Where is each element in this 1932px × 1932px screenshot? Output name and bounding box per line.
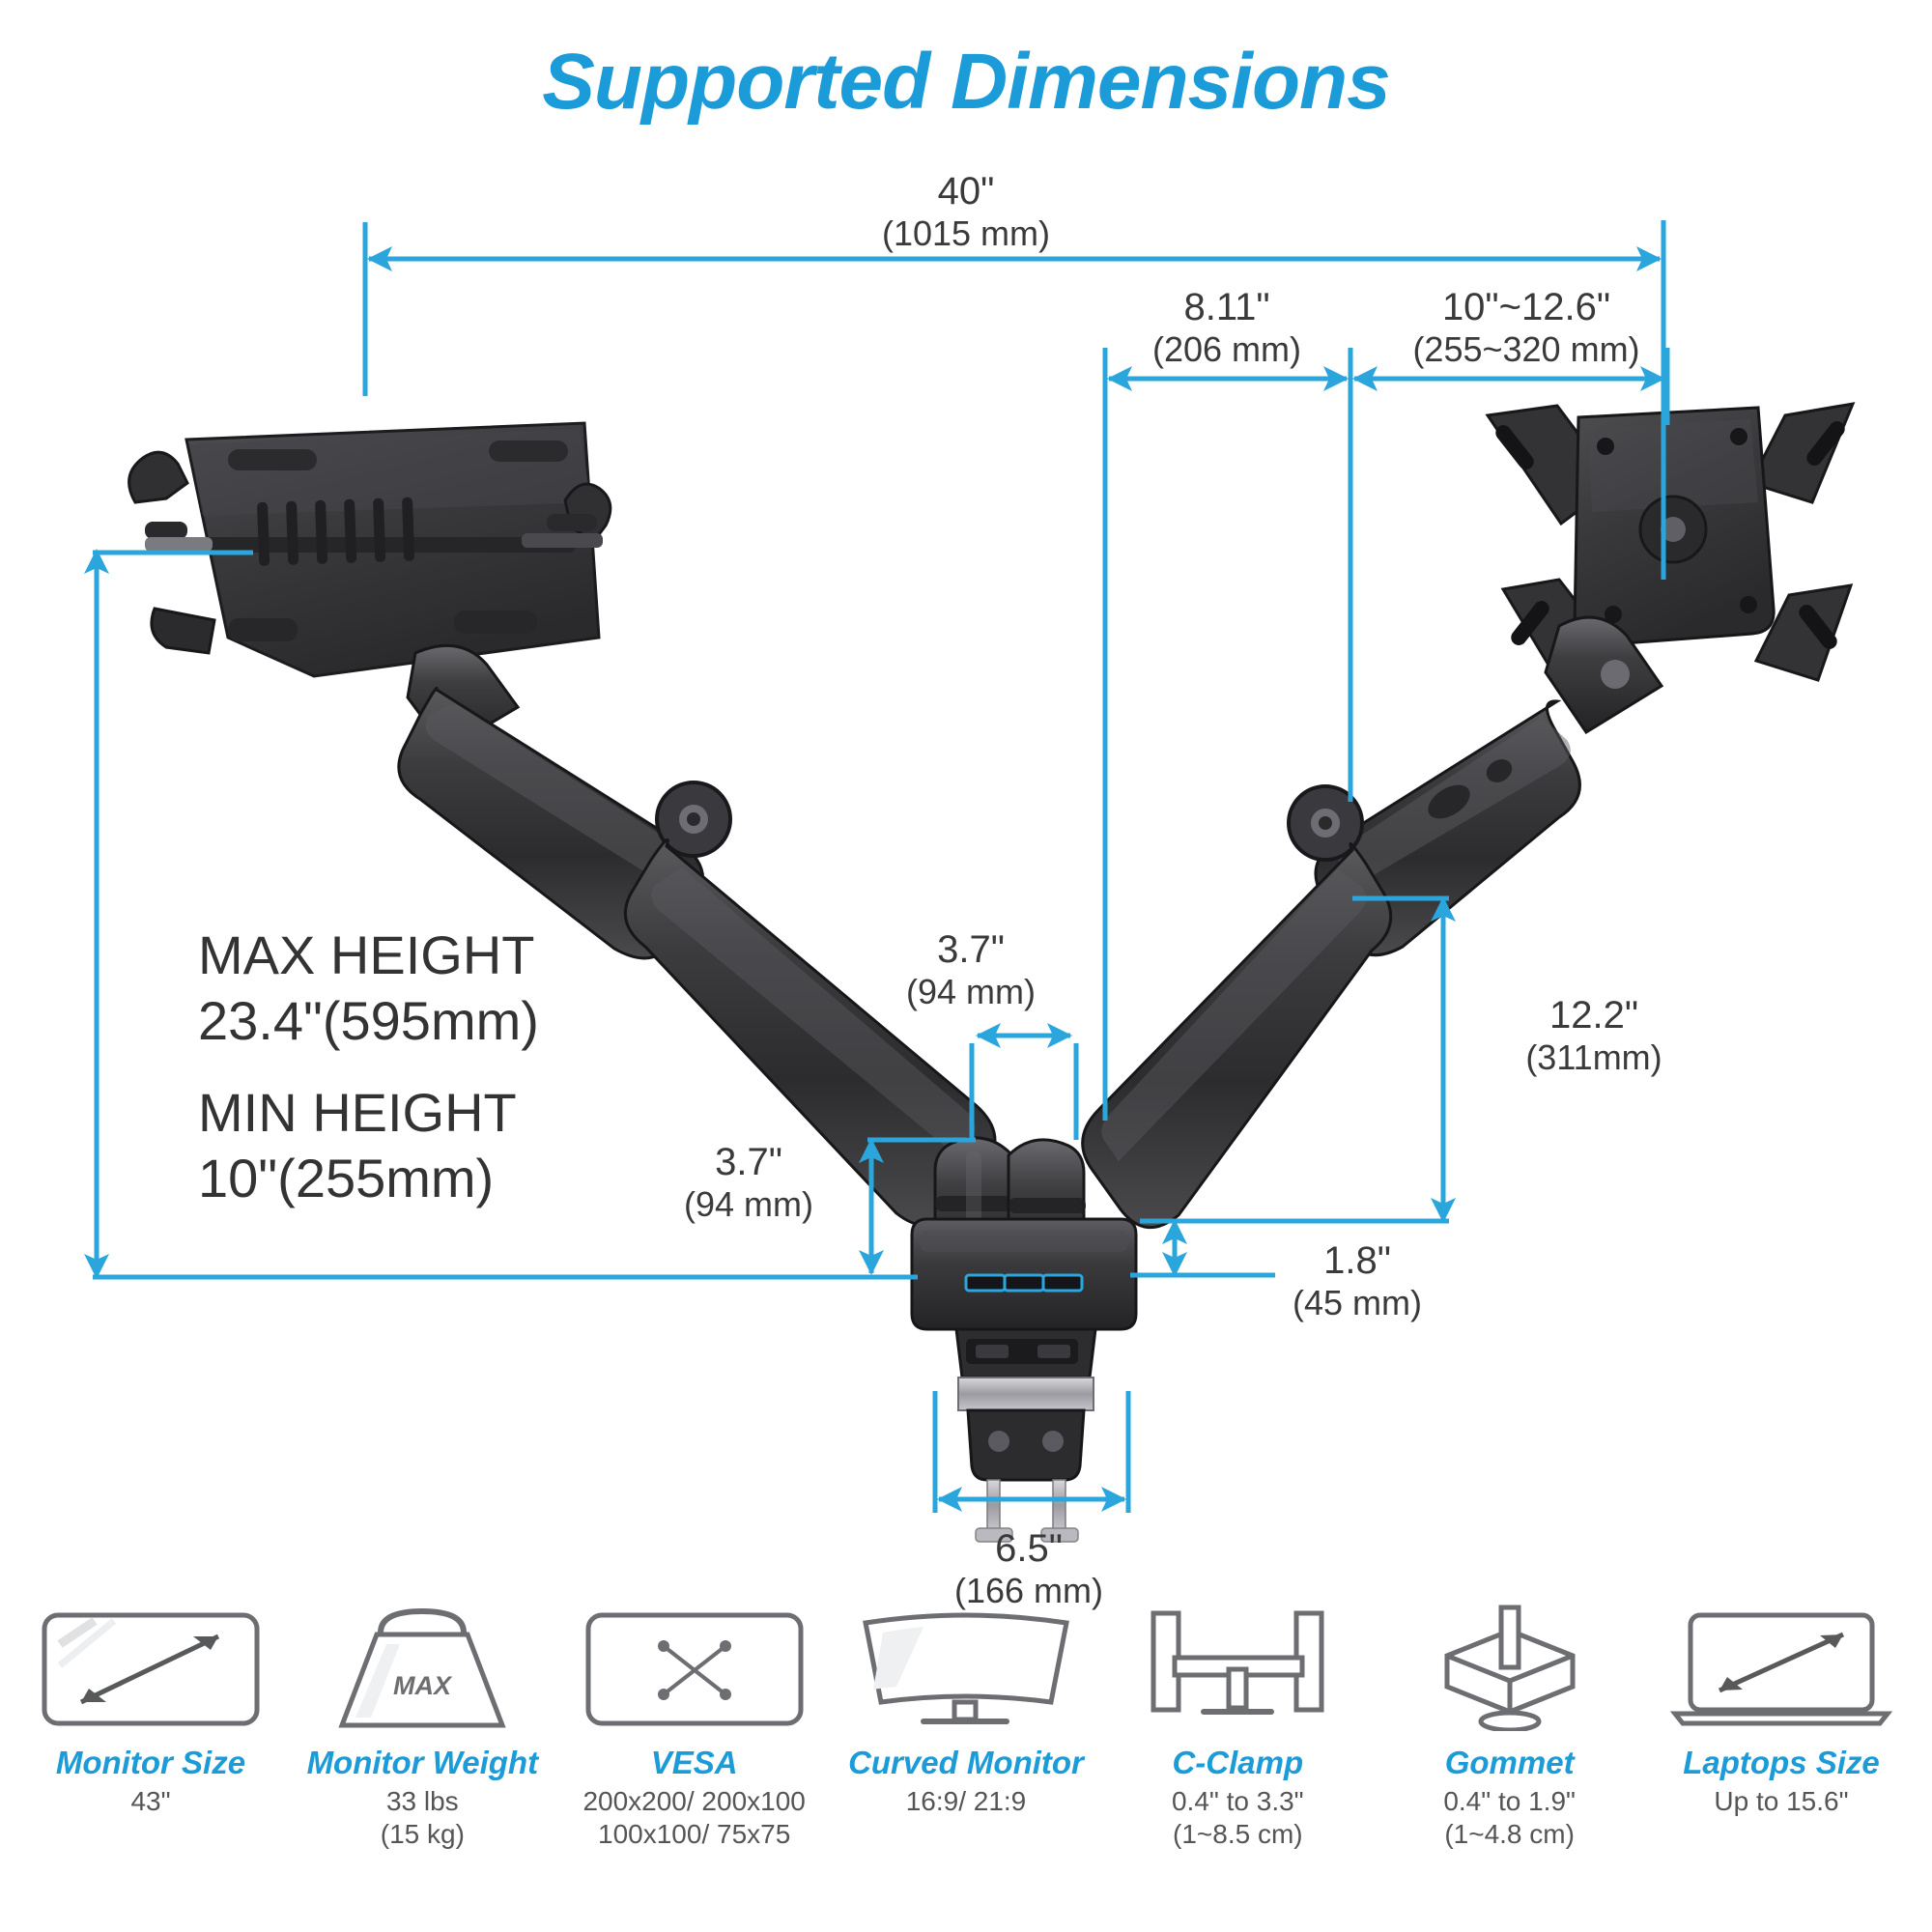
label-total-width: 40" (1015 mm) (881, 170, 1051, 254)
label-base-width: 6.5" (166 mm) (953, 1527, 1104, 1611)
label-right-travel: 12.2" (311mm) (1525, 994, 1662, 1078)
vesa-mounting-plate (1485, 402, 1856, 682)
feature-value: 0.4" to 1.9" (1~4.8 cm) (1443, 1786, 1576, 1850)
feature-name: VESA (650, 1745, 738, 1780)
min-height-label: MIN HEIGHT (198, 1081, 517, 1143)
feature-value: 0.4" to 3.3" (1~8.5 cm) (1171, 1786, 1304, 1850)
label-base-offset: 3.7" (94 mm) (684, 1141, 813, 1225)
vesa-monitor-arm-assembly (1007, 402, 1856, 1279)
label-vesa-height: 10"~12.6" (255~320 mm) (1412, 286, 1640, 370)
height-range-block: MAX HEIGHT 23.4"(595mm) MIN HEIGHT 10"(2… (198, 923, 539, 1211)
feature-c-clamp: C-Clamp 0.4" to 3.3" (1~8.5 cm) (1120, 1604, 1355, 1851)
feature-name: Gommet (1444, 1745, 1575, 1780)
feature-name: Laptops Size (1683, 1745, 1880, 1780)
feature-name: Monitor Size (55, 1745, 246, 1780)
feature-spec-strip: Monitor Size 43" MAX Monitor Weight 33 l… (0, 1604, 1932, 1932)
feature-value: 16:9/ 21:9 (905, 1786, 1027, 1816)
feature-laptop-size: Laptops Size Up to 15.6" (1663, 1604, 1899, 1818)
feature-name: Monitor Weight (306, 1745, 539, 1780)
laptop-tray-arm-assembly (128, 421, 1012, 1277)
curved-monitor-icon (854, 1604, 1078, 1731)
label-arm-reach: 8.11" (206 mm) (1151, 286, 1302, 370)
vesa-icon (582, 1604, 807, 1731)
feature-vesa: VESA 200x200/ 200x100 100x100/ 75x75 (577, 1604, 812, 1851)
laptop-size-icon (1669, 1604, 1893, 1731)
usb-ports (964, 1273, 1084, 1293)
feature-name: C-Clamp (1172, 1745, 1304, 1780)
feature-value: 43" (130, 1786, 171, 1816)
max-height-label: MAX HEIGHT (198, 924, 535, 985)
label-center-gap: 3.7" (94 mm) (906, 928, 1036, 1012)
min-height-value: 10"(255mm) (198, 1147, 495, 1208)
monitor-weight-icon: MAX (323, 1604, 522, 1731)
monitor-size-icon (39, 1604, 263, 1731)
page-title: Supported Dimensions (542, 38, 1391, 126)
feature-monitor-weight: MAX Monitor Weight 33 lbs (15 kg) (304, 1604, 540, 1851)
gommet-icon (1418, 1604, 1602, 1731)
feature-curved-monitor: Curved Monitor 16:9/ 21:9 (848, 1604, 1084, 1818)
label-base-height: 1.8" (45 mm) (1293, 1239, 1422, 1323)
dimension-lines (84, 220, 1670, 1513)
feature-value: 33 lbs (15 kg) (380, 1786, 465, 1850)
weight-max-badge: MAX (393, 1671, 453, 1700)
max-height-value: 23.4"(595mm) (198, 990, 539, 1052)
c-clamp-icon (1136, 1604, 1339, 1731)
feature-value: 200x200/ 200x100 100x100/ 75x75 (582, 1786, 806, 1850)
feature-value: Up to 15.6" (1714, 1786, 1849, 1816)
usb-hub-base-and-clamp (910, 1217, 1138, 1543)
feature-name: Curved Monitor (848, 1745, 1084, 1780)
feature-monitor-size: Monitor Size 43" (33, 1604, 269, 1818)
feature-gommet: Gommet 0.4" to 1.9" (1~4.8 cm) (1392, 1604, 1628, 1851)
laptop-tray-plate (128, 421, 612, 678)
